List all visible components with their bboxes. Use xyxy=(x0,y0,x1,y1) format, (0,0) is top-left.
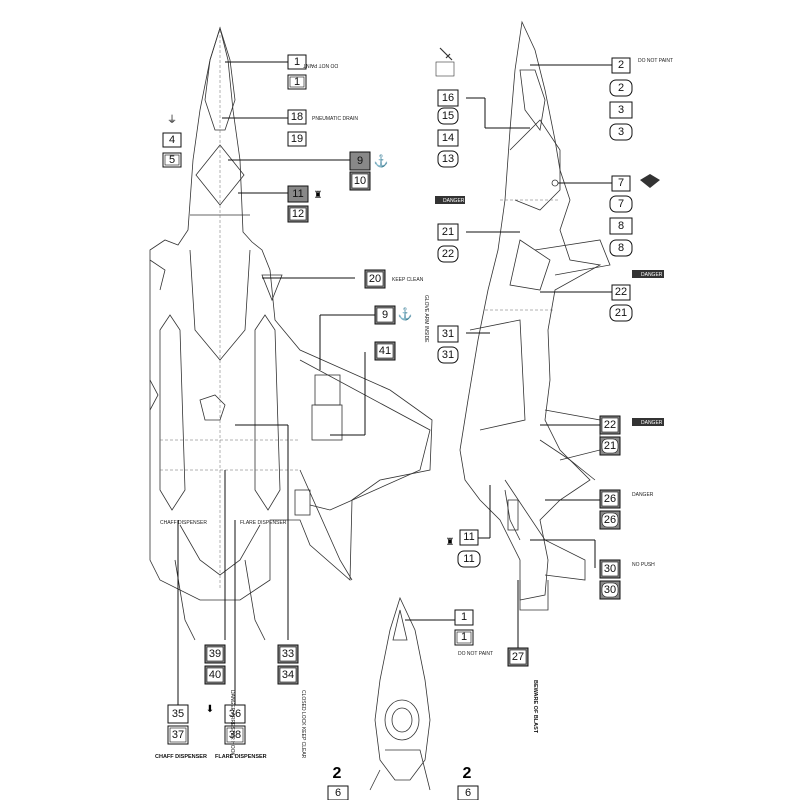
ground-symbol-icon: ⏚ xyxy=(167,114,177,126)
callout-7a: 7 xyxy=(618,177,624,189)
anchor-symbol-icon-2: ⚓ xyxy=(398,307,413,321)
callout-36: 36 xyxy=(229,708,241,720)
label-flare-dispenser-small: FLARE DISPENSER xyxy=(240,520,287,526)
callout-37: 37 xyxy=(172,729,184,741)
side-view-callouts: 2 2 DO NOT PAINT 3 3 16 15 14 13 7 7 8 8… xyxy=(423,47,673,734)
callout-27: 27 xyxy=(512,651,524,663)
badge-icon xyxy=(640,174,660,188)
anchor-symbol-icon: ⚓ xyxy=(374,154,389,168)
callout-1b: 1 xyxy=(294,76,300,88)
callout-38: 38 xyxy=(229,729,241,741)
wrench-icon xyxy=(439,47,453,61)
callout-35: 35 xyxy=(172,708,184,720)
callout-8b: 8 xyxy=(618,242,624,254)
callout-22a: 22 xyxy=(442,248,454,260)
label-danger-3: DANGER xyxy=(641,420,663,426)
fuel-gun-icon xyxy=(435,61,455,77)
callout-5: 5 xyxy=(169,154,175,166)
callout-22b: 22 xyxy=(615,286,627,298)
callout-2c: 2 xyxy=(333,765,342,782)
label-do-not-paint-side: DO NOT PAINT xyxy=(638,58,673,64)
callout-30b: 30 xyxy=(604,584,616,596)
label-danger-4: DANGER xyxy=(632,492,654,498)
callout-6b: 6 xyxy=(465,787,471,799)
callout-16: 16 xyxy=(442,92,454,104)
callout-15: 15 xyxy=(442,110,454,122)
callout-1c: 1 xyxy=(461,611,467,623)
danger-arrow-left-2 xyxy=(632,270,664,278)
label-glove-arm-inside: GLOVE ARM INSIDE xyxy=(423,295,429,343)
callout-1a: 1 xyxy=(294,56,300,68)
callout-18: 18 xyxy=(291,111,303,123)
callout-7b: 7 xyxy=(618,198,624,210)
lifting-point-icon: ♜ xyxy=(314,190,323,201)
callout-19: 19 xyxy=(291,133,303,145)
aircraft-side-view xyxy=(459,20,611,611)
callout-33: 33 xyxy=(282,648,294,660)
callout-30a: 30 xyxy=(604,563,616,575)
callout-1d: 1 xyxy=(461,631,467,643)
label-pneumatic-drain: PNEUMATIC DRAIN xyxy=(312,116,358,122)
label-danger-1: DANGER xyxy=(443,198,465,204)
aircraft-top-view xyxy=(149,26,433,641)
label-beware-of-blast: BEWARE OF BLAST xyxy=(532,680,538,734)
top-view-callouts: 1 1 DO NOT PAINT 18 19 PNEUMATIC DRAIN 4… xyxy=(155,54,424,760)
label-chaff-dispenser: CHAFF DISPENSER xyxy=(155,754,207,760)
lifting-point-icon-2: ♜ xyxy=(446,537,455,548)
callout-14: 14 xyxy=(442,132,454,144)
callout-40: 40 xyxy=(209,669,221,681)
callout-9b: 9 xyxy=(382,309,388,321)
callout-3b: 3 xyxy=(618,126,624,138)
callout-4: 4 xyxy=(169,134,175,146)
callout-3a: 3 xyxy=(618,104,624,116)
callout-11c: 11 xyxy=(463,553,474,565)
callout-21c: 21 xyxy=(604,440,616,452)
callout-21b: 21 xyxy=(615,307,627,319)
callout-34: 34 xyxy=(282,669,294,681)
callout-26a: 26 xyxy=(604,493,616,505)
callout-11: 11 xyxy=(292,188,303,200)
label-no-push: NO PUSH xyxy=(632,562,655,568)
callout-12: 12 xyxy=(292,208,304,220)
label-do-not-paint-bottom: DO NOT PAINT xyxy=(458,651,493,657)
callout-2d: 2 xyxy=(463,765,472,782)
callout-8a: 8 xyxy=(618,220,624,232)
label-chaff-dispenser-small: CHAFF DISPENSER xyxy=(160,520,207,526)
arrow-down-icon: ⬇ xyxy=(206,704,214,715)
callout-31b: 31 xyxy=(442,349,454,361)
leader-lines xyxy=(177,61,612,705)
callout-2b: 2 xyxy=(618,82,624,94)
callout-41: 41 xyxy=(379,345,391,357)
callout-11b: 11 xyxy=(463,531,474,543)
label-flare-dispenser: FLARE DISPENSER xyxy=(215,754,267,760)
callout-10: 10 xyxy=(354,175,366,187)
danger-arrow-left-3 xyxy=(632,418,664,426)
danger-arrow-left-1 xyxy=(435,196,465,204)
bottom-view-callouts: 1 1 DO NOT PAINT 2 2 6 6 xyxy=(327,609,493,800)
callout-2a: 2 xyxy=(618,59,624,71)
label-danger-arrester-hook: DANGER ARRESTER HOOK xyxy=(229,690,235,757)
label-keep-clean: KEEP CLEAN xyxy=(392,277,424,283)
aircraft-bottom-view xyxy=(369,596,431,791)
callout-39: 39 xyxy=(209,648,221,660)
callout-6a: 6 xyxy=(335,787,341,799)
label-do-not-paint-top: DO NOT PAINT xyxy=(303,62,338,68)
callout-21a: 21 xyxy=(442,226,454,238)
callout-31a: 31 xyxy=(442,328,454,340)
callout-9: 9 xyxy=(357,155,363,167)
callout-26b: 26 xyxy=(604,514,616,526)
callout-13: 13 xyxy=(442,153,454,165)
callout-20: 20 xyxy=(369,273,381,285)
label-closed-lock: CLOSED LOCK KEEP CLEAR xyxy=(300,690,306,759)
callout-22c: 22 xyxy=(604,419,616,431)
label-danger-2: DANGER xyxy=(641,272,663,278)
